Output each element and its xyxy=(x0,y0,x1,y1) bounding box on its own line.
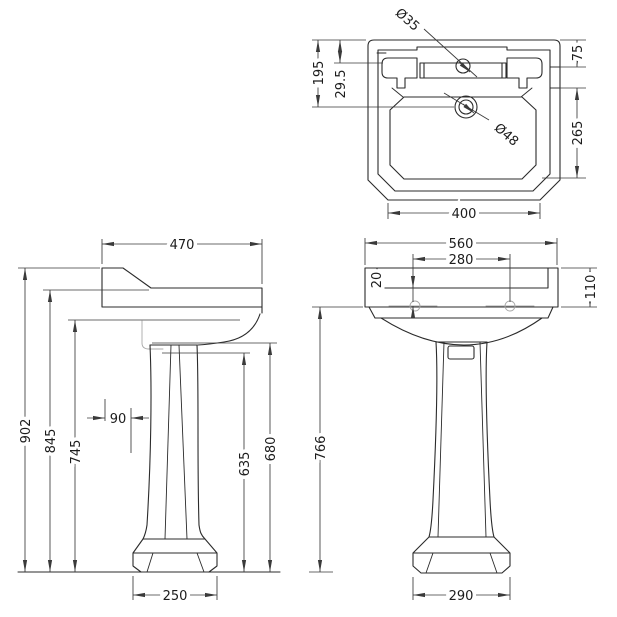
dim-845-label: 845 xyxy=(44,429,59,454)
dia35-arrow xyxy=(458,61,471,73)
plan-right-hook xyxy=(506,57,543,89)
dim-745-label: 745 xyxy=(69,440,84,465)
dim-766-label: 766 xyxy=(314,436,329,461)
dim-280-label: 280 xyxy=(449,253,474,268)
side-bowl-underside xyxy=(197,313,261,346)
plan-tap-platform xyxy=(419,62,507,79)
front-rim-band xyxy=(376,267,549,289)
dim-290-label: 290 xyxy=(449,589,474,604)
side-hidden-trap xyxy=(141,320,164,350)
dim-90-extensions xyxy=(104,399,132,453)
plan-outer-outline xyxy=(367,39,561,201)
plan-inner-rim xyxy=(377,46,551,192)
dim-902-label: 902 xyxy=(19,419,34,444)
front-foot-facets xyxy=(425,552,498,574)
front-pedestal-facets xyxy=(437,341,487,538)
dim-560-label: 560 xyxy=(449,237,474,252)
side-foot-facets xyxy=(146,552,205,573)
dim-110-label: 110 xyxy=(584,275,599,300)
front-view xyxy=(309,238,597,600)
dim-265-label: 265 xyxy=(571,121,586,146)
front-bowl-underside xyxy=(380,317,543,346)
front-pedestal-notch xyxy=(447,345,475,360)
front-rim-lip xyxy=(368,306,554,319)
dim-635-label: 635 xyxy=(238,452,253,477)
tap-hole xyxy=(455,58,471,74)
dia48-arrow xyxy=(462,103,475,114)
dim-195-label: 195 xyxy=(312,61,327,86)
plan-hook-chamfers xyxy=(391,87,533,98)
dim-90-label: 90 xyxy=(110,412,127,427)
dim-680-label: 680 xyxy=(264,437,279,462)
dim-29_5-label: 29.5 xyxy=(334,70,349,99)
dim-470-label: 470 xyxy=(170,238,195,253)
dim-20-label: 20 xyxy=(370,272,385,289)
dim-265-extensions xyxy=(542,87,586,179)
side-view xyxy=(17,239,281,600)
dim-75-extensions xyxy=(551,39,586,68)
plan-bowl-outline xyxy=(389,96,537,180)
side-pedestal-facets xyxy=(164,344,188,540)
dim-250-label: 250 xyxy=(163,589,188,604)
front-basin-outline xyxy=(364,267,559,308)
side-pedestal-right xyxy=(196,344,206,540)
front-pedestal-left xyxy=(428,341,438,538)
plan-left-hook xyxy=(381,57,418,89)
front-pedestal-right xyxy=(485,341,495,538)
dim-400-label: 400 xyxy=(452,207,477,222)
front-foot xyxy=(412,536,511,574)
dim-75-label: 75 xyxy=(571,45,586,62)
waste-hole-outer xyxy=(454,95,478,119)
side-pedestal-left xyxy=(142,344,152,540)
plan-view xyxy=(312,28,586,219)
